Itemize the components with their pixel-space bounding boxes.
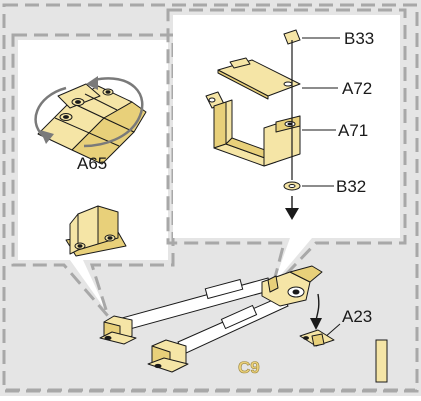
- label-a23: A23: [342, 307, 372, 326]
- label-a65: A65: [77, 154, 107, 173]
- pole-foot-left: [99, 315, 137, 345]
- pole-foot-lower: [147, 339, 189, 373]
- part-a65-bracket: [65, 205, 127, 257]
- part-a23-clip: [299, 329, 335, 347]
- pole-top-joint: [261, 265, 323, 307]
- part-loose-bar: [375, 339, 388, 383]
- label-a71: A71: [338, 121, 368, 140]
- part-b32-washer: [283, 181, 301, 191]
- part-b33-pin: [283, 29, 301, 180]
- down-arrow-icon: [310, 293, 322, 330]
- label-c9: C9: [238, 358, 260, 377]
- rotate-arrow-icon: [34, 76, 144, 148]
- label-b33: B33: [344, 29, 374, 48]
- part-a72-plate: [217, 57, 301, 100]
- part-a71-channel: [205, 91, 301, 167]
- part-a65-fold: [37, 83, 147, 165]
- label-a72: A72: [342, 79, 372, 98]
- down-arrow-icon: [285, 196, 299, 220]
- label-b32: B32: [336, 177, 366, 196]
